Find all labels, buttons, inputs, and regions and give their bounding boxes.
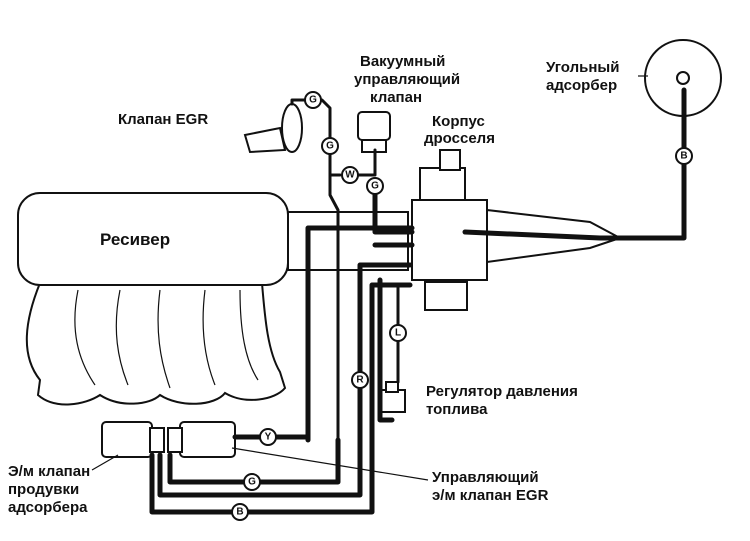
egr-solenoid (167, 421, 236, 458)
purge-label-line3: адсорбера (8, 499, 88, 516)
hose-tag-l: L (395, 328, 401, 339)
hose-tags: G G W G B L R Y G B (231, 91, 693, 521)
vacuum-control-valve (357, 111, 391, 153)
purge-label-line2: продувки (8, 481, 79, 498)
throttle-body (411, 149, 623, 311)
egr-valve-label: Клапан EGR (118, 111, 208, 128)
hose-tag-r: R (356, 375, 364, 386)
fuel-reg-label-line1: Регулятор давления (426, 383, 578, 400)
intake-runners (25, 282, 287, 406)
intake-manifold: Ресивер (17, 192, 409, 406)
purge-solenoid (101, 421, 165, 458)
hose-tag-g-bottom: G (248, 477, 256, 488)
hose-tag-g3: G (371, 181, 379, 192)
purge-label-line1: Э/м клапан (8, 463, 90, 480)
hose-tag-y: Y (265, 432, 272, 443)
egr-valve (243, 103, 303, 154)
fuel-reg-label-line2: топлива (426, 401, 488, 418)
vacuum-valve-label-line2: управляющий (354, 71, 460, 88)
vacuum-valve-label-line1: Вакуумный (360, 53, 445, 70)
canister-label-line2: адсорбер (546, 77, 617, 94)
hose-tag-g2: G (326, 141, 334, 152)
egr-solenoid-label-line2: э/м клапан EGR (432, 487, 549, 504)
vacuum-valve-label-line3: клапан (370, 89, 422, 106)
hose-tag-b-bottom: B (236, 507, 243, 518)
hose-tag-b-canister: B (680, 151, 687, 162)
hose-tag-w: W (345, 170, 355, 181)
throttle-label-line1: Корпус (432, 113, 485, 130)
egr-solenoid-label-line1: Управляющий (432, 469, 539, 486)
canister-label-line1: Угольный (546, 59, 619, 76)
fuel-pressure-regulator (379, 381, 406, 413)
throttle-label-line2: дросселя (424, 130, 495, 147)
receiver-label: Ресивер (100, 230, 170, 249)
hose-tag-g1: G (309, 95, 317, 106)
